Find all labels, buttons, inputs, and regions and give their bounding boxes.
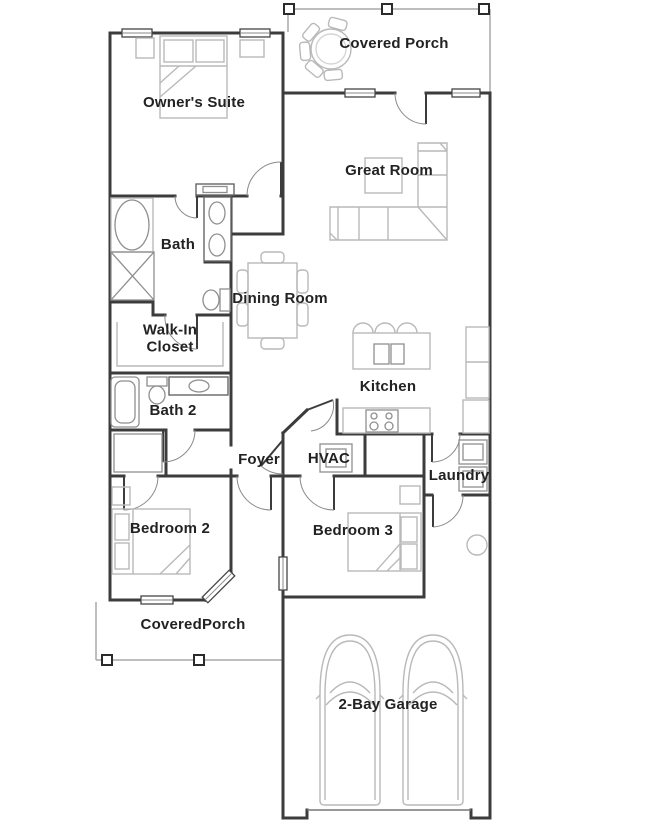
coffee-table xyxy=(364,157,403,194)
pantry-door xyxy=(306,399,334,432)
car xyxy=(315,634,385,806)
room-label-foyer: Foyer xyxy=(238,450,280,468)
front-door xyxy=(236,475,272,511)
kitchen-fixtures xyxy=(342,322,490,434)
hvac-unit xyxy=(319,443,353,473)
window xyxy=(201,569,236,604)
hall-closet xyxy=(113,433,163,473)
owners-suite-furniture xyxy=(135,35,265,196)
porch-table-set xyxy=(298,16,352,82)
bath2-door xyxy=(162,429,196,463)
room-label-two-bay-garage: 2-Bay Garage xyxy=(338,695,438,713)
porch-post xyxy=(283,3,295,15)
room-label-covered-porch-front: CoveredPorch xyxy=(140,615,246,633)
walls xyxy=(108,31,492,820)
chair xyxy=(296,269,309,294)
toilet xyxy=(202,288,231,312)
island-sink xyxy=(373,343,405,365)
room-label-kitchen: Kitchen xyxy=(359,377,417,395)
tub-platform xyxy=(110,197,154,253)
room-label-great-room: Great Room xyxy=(345,161,433,179)
laundry-door xyxy=(431,433,461,463)
stove xyxy=(365,409,399,433)
toilet xyxy=(146,376,168,405)
bedroom2-furniture xyxy=(111,486,191,575)
room-label-bedroom-3: Bedroom 3 xyxy=(312,521,394,539)
window xyxy=(451,88,481,98)
porch-post xyxy=(101,654,113,666)
porch-post xyxy=(478,3,490,15)
bath2-fixtures xyxy=(110,376,229,473)
bedroom3-furniture xyxy=(347,485,422,572)
room-label-covered-porch-rear: Covered Porch xyxy=(339,34,449,52)
nightstand xyxy=(111,486,131,506)
room-label-laundry: Laundry xyxy=(428,466,490,484)
porch-post xyxy=(193,654,205,666)
refrigerator xyxy=(465,326,490,399)
chair xyxy=(296,302,309,327)
water-heater xyxy=(466,534,488,556)
doors xyxy=(123,92,464,528)
nightstand xyxy=(399,485,421,505)
window xyxy=(239,28,271,38)
bedroom3-door xyxy=(299,475,335,511)
counter xyxy=(462,399,490,434)
closet-door xyxy=(164,314,198,350)
car xyxy=(398,634,468,806)
double-vanity xyxy=(203,196,232,262)
window xyxy=(121,28,153,38)
vanity xyxy=(168,376,229,396)
chair xyxy=(260,337,285,350)
nightstand xyxy=(135,37,155,59)
front-porch xyxy=(95,602,283,666)
window xyxy=(278,556,288,591)
bed xyxy=(347,512,422,572)
garage-entry-door xyxy=(432,494,464,528)
owners-suite-door xyxy=(246,161,282,197)
nightstand xyxy=(239,39,265,58)
room-label-bedroom-2: Bedroom 2 xyxy=(129,519,211,537)
window xyxy=(140,595,174,605)
dining-furniture xyxy=(236,251,309,350)
room-label-walk-in-closet: Walk-In Closet xyxy=(142,321,198,355)
tub xyxy=(110,376,140,428)
dresser xyxy=(195,183,235,196)
bathtub xyxy=(114,199,150,251)
porch-post xyxy=(381,3,393,15)
island xyxy=(352,322,431,370)
hvac-door xyxy=(260,439,284,475)
porch-door xyxy=(394,92,427,125)
laundry-appliances xyxy=(458,439,488,492)
room-label-dining-room: Dining Room xyxy=(232,289,328,307)
chair xyxy=(260,251,285,264)
room-label-owners-suite: Owner's Suite xyxy=(142,93,246,111)
bed xyxy=(111,508,191,575)
room-label-bath-2: Bath 2 xyxy=(149,401,197,419)
great-room-furniture xyxy=(329,142,448,241)
shower xyxy=(110,251,155,301)
chair xyxy=(236,302,249,327)
counter xyxy=(342,407,431,434)
rear-porch xyxy=(283,3,491,92)
windows xyxy=(121,28,481,605)
room-label-hvac: HVAC xyxy=(307,449,351,467)
room-label-bath: Bath xyxy=(160,235,196,253)
window xyxy=(344,88,376,98)
closet-shelves xyxy=(116,322,224,367)
garage-cars xyxy=(315,634,468,806)
bed xyxy=(159,35,228,119)
chair xyxy=(236,269,249,294)
bath-fixtures xyxy=(110,196,232,312)
bath-door xyxy=(174,195,198,219)
